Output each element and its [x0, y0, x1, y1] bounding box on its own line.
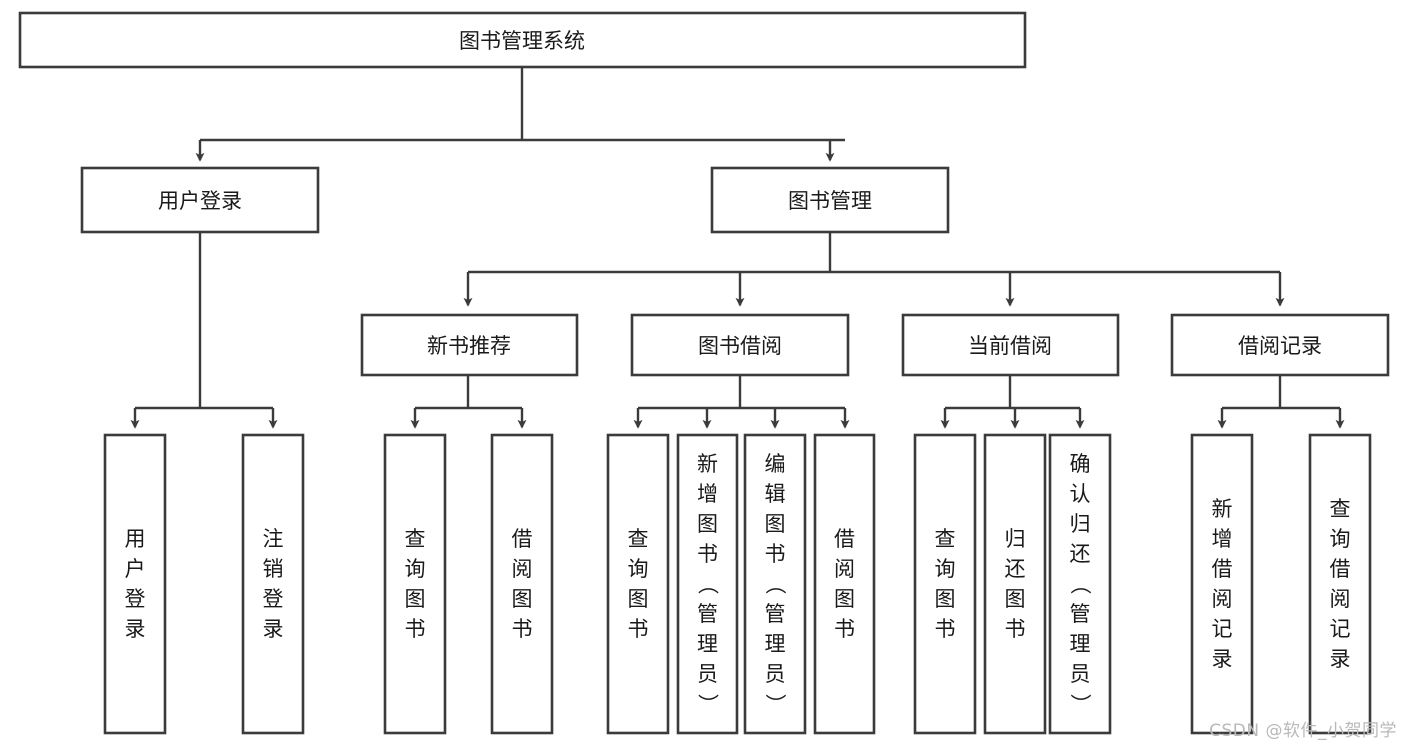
node-root-label: 图书管理系统 — [459, 29, 585, 53]
leaf-box-return-book[interactable] — [983, 433, 1047, 735]
node-user-login-label: 用户登录 — [158, 189, 242, 213]
node-book-borrow[interactable]: 图书借阅 — [630, 313, 850, 377]
node-book-management-label: 图书管理 — [788, 189, 872, 213]
leaf-box-user-login[interactable] — [103, 433, 167, 735]
edge-user-login-to-leaves — [130, 232, 278, 429]
node-book-management[interactable]: 图书管理 — [710, 166, 950, 234]
leaf-boxes — [103, 433, 1372, 735]
leaf-box-add-borrow-record[interactable] — [1190, 433, 1254, 735]
node-current-borrow[interactable]: 当前借阅 — [901, 313, 1120, 377]
edge-book-manage-to-level3 — [463, 232, 1285, 307]
edge-current-borrow-to-leaves — [940, 375, 1085, 429]
node-user-login[interactable]: 用户登录 — [80, 166, 320, 234]
node-root[interactable]: 图书管理系统 — [18, 11, 1027, 69]
node-new-book-recommend[interactable]: 新书推荐 — [360, 313, 579, 377]
node-book-borrow-label: 图书借阅 — [698, 334, 782, 358]
leaf-box-edit-book[interactable] — [743, 433, 807, 735]
leaf-box-confirm-return[interactable] — [1048, 433, 1112, 735]
edge-borrow-to-leaves — [633, 375, 850, 429]
node-new-book-recommend-label: 新书推荐 — [427, 334, 511, 358]
leaf-box-query-book-2[interactable] — [606, 433, 670, 735]
node-borrow-record-label: 借阅记录 — [1238, 334, 1322, 358]
edge-root-to-level2 — [195, 67, 845, 162]
leaf-box-borrow-book-1[interactable] — [490, 433, 554, 735]
leaf-box-borrow-book-2[interactable] — [813, 433, 876, 735]
edge-new-book-to-leaves — [410, 375, 527, 429]
leaf-box-query-book-3[interactable] — [913, 433, 977, 735]
leaf-box-query-book-1[interactable] — [383, 433, 447, 735]
node-borrow-record[interactable]: 借阅记录 — [1170, 313, 1390, 377]
edge-borrow-record-to-leaves — [1217, 375, 1345, 429]
leaf-box-add-book[interactable] — [676, 433, 739, 735]
leaf-box-logout[interactable] — [241, 433, 305, 735]
watermark: CSDN @软件_小贺同学 — [1209, 721, 1397, 741]
leaf-box-query-borrow-record[interactable] — [1308, 433, 1372, 735]
node-current-borrow-label: 当前借阅 — [968, 334, 1052, 358]
